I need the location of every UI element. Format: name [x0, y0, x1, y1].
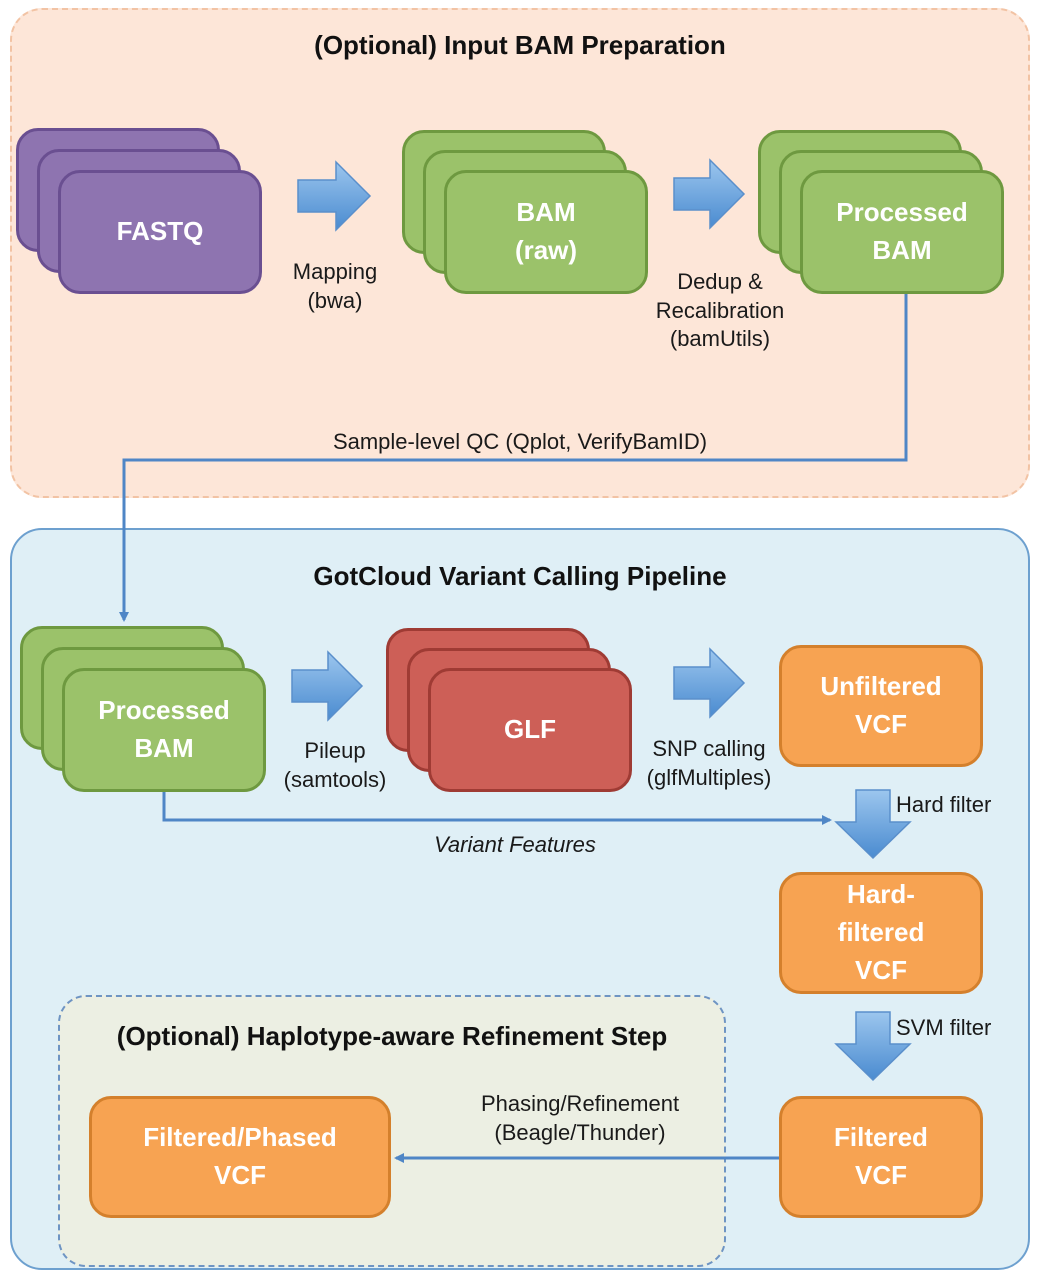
hard-filtered-vcf-box[interactable]	[779, 872, 983, 994]
mapping-step-label: Mapping(bwa)	[292, 259, 378, 313]
filtered-vcf-box[interactable]	[779, 1096, 983, 1218]
phasing-step-label: Phasing/Refinement(Beagle/Thunder)	[480, 1091, 680, 1145]
glf-label: GLF	[504, 714, 556, 745]
unfiltered-vcf-box[interactable]	[779, 645, 983, 767]
snp-calling-step-label: SNP calling(glfMultiples)	[646, 736, 772, 790]
variant-features-label: Variant Features	[434, 832, 596, 857]
dedup-step-label: Dedup &Recalibration(bamUtils)	[655, 269, 785, 352]
pileup-step-label: Pileup(samtools)	[283, 738, 387, 792]
sample-qc-label: Sample-level QC (Qplot, VerifyBamID)	[332, 429, 708, 454]
bam-raw-card-front	[444, 170, 648, 294]
filtered-phased-vcf-box[interactable]	[89, 1096, 391, 1218]
fastq-card-front	[58, 170, 262, 294]
pipeline-section-title: GotCloud Variant Calling Pipeline	[313, 561, 727, 591]
refinement-section-title: (Optional) Haplotype-aware Refinement St…	[116, 1021, 668, 1051]
glf-card-front	[428, 668, 632, 792]
processed-bam-bottom-card-front	[62, 668, 266, 792]
svm-filter-label: SVM filter	[896, 1015, 992, 1040]
input-section-title: (Optional) Input BAM Preparation	[314, 30, 726, 60]
hard-filter-label: Hard filter	[896, 792, 992, 817]
fastq-label: FASTQ	[116, 216, 204, 247]
processed-bam-top-card-front	[800, 170, 1004, 294]
bam-raw-label: BAM(raw)	[514, 197, 578, 265]
